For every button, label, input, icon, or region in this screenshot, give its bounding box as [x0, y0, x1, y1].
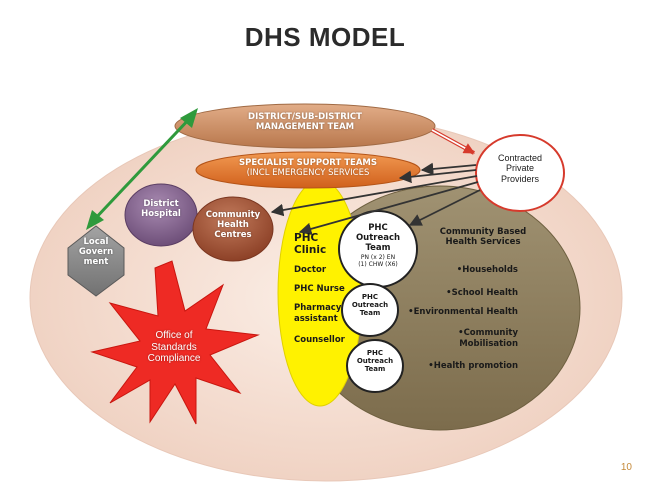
- specialist-teams-ellipse: [195, 151, 421, 189]
- outreach-team-2-label: PHC Outreach Team: [344, 293, 396, 317]
- standards-label: Office of Standards Compliance: [126, 330, 222, 365]
- provider-to-outreach-arrow: [408, 189, 481, 226]
- community-title-line1: Community Based: [439, 227, 527, 237]
- management-team-line2: MANAGEMENT TEAM: [255, 121, 355, 132]
- local-government-hexagon: [67, 225, 125, 297]
- phc-staff-assistant: assistant: [294, 314, 338, 324]
- specialist-teams-line1: SPECIALIST SUPPORT TEAMS: [239, 158, 377, 168]
- gov-connector-head-bottom: [86, 210, 104, 230]
- phc-staff-doctor: Doctor: [294, 265, 327, 275]
- standards-star: [90, 260, 260, 425]
- district-hospital-line1: District: [143, 199, 179, 209]
- community-services-title: Community Based Health Services: [428, 227, 538, 248]
- outreach-3-line2: Outreach: [356, 357, 394, 366]
- page-number: 10: [620, 462, 632, 473]
- provider-to-chc-arrow: [270, 175, 478, 217]
- provider-to-specialist-arrow-2: [398, 169, 477, 184]
- standards-line1: Office of: [155, 330, 193, 341]
- management-team-line1: DISTRICT/SUB-DISTRICT: [248, 112, 362, 122]
- specialist-teams-line2: (INCL EMERGENCY SERVICES: [246, 167, 370, 178]
- management-provider-connector-inner: [431, 129, 475, 154]
- phc-staff-nurse: PHC Nurse: [294, 284, 345, 294]
- outreach-2-line1: PHC: [361, 293, 379, 301]
- local-government-label: Local Govern ment: [68, 237, 124, 267]
- local-gov-line1: Local: [83, 237, 109, 247]
- outreach-1-line1: PHC: [368, 223, 388, 233]
- outreach-team-2-circle: [341, 283, 399, 337]
- gov-connector-head-top: [180, 108, 198, 128]
- chc-label: Community Health Centres: [197, 210, 269, 240]
- standards-line3: Compliance: [147, 353, 201, 364]
- phc-staff-counsellor: Counsellor: [294, 335, 345, 345]
- phc-clinic-title: PHC Clinic: [294, 232, 334, 256]
- outreach-3-line1: PHC: [366, 349, 384, 357]
- district-hospital-line2: Hospital: [141, 208, 181, 219]
- phc-staff-pharmacy: Pharmacy: [294, 303, 342, 313]
- outreach-1-line2: Outreach: [355, 232, 401, 243]
- service-environmental-health: •Environmental Health: [408, 307, 518, 317]
- outreach-2-line3: Team: [359, 309, 381, 318]
- local-gov-line2: Govern: [78, 246, 114, 257]
- outreach-3-line3: Team: [364, 365, 386, 374]
- service-community: •Community: [458, 328, 518, 338]
- provider-to-phc-arrow: [298, 181, 479, 235]
- service-school-health: •School Health: [446, 288, 518, 298]
- outreach-1-detail1: PN (x 2) EN: [360, 254, 396, 262]
- provider-to-specialist-arrow: [420, 162, 477, 176]
- management-team-ellipse: [174, 103, 436, 149]
- outreach-1-detail2: (1) CHW (X6): [358, 261, 398, 269]
- service-mobilisation: Mobilisation: [459, 339, 518, 349]
- contracted-line2: Private: [505, 163, 534, 174]
- local-gov-line3: ment: [83, 256, 109, 267]
- phc-clinic-line2: Clinic: [294, 244, 327, 257]
- contracted-line3: Providers: [500, 173, 539, 184]
- contracted-providers-circle: [475, 134, 565, 212]
- phc-clinic-line1: PHC: [294, 232, 319, 244]
- contracted-providers-label: Contracted Private Providers: [484, 153, 556, 184]
- standards-line2: Standards: [151, 341, 197, 353]
- chc-line3: Centres: [214, 229, 252, 240]
- chc-line2: Health: [217, 219, 249, 230]
- specialist-teams-label: SPECIALIST SUPPORT TEAMS (INCL EMERGENCY…: [220, 158, 396, 179]
- outreach-team-3-label: PHC Outreach Team: [349, 349, 401, 373]
- chc-line1: Community: [205, 210, 261, 220]
- chc-circle: [192, 196, 274, 262]
- outreach-team-3-circle: [346, 339, 404, 393]
- service-health-promotion: •Health promotion: [428, 361, 518, 371]
- community-title-line2: Health Services: [445, 236, 521, 247]
- page-title: DHS MODEL: [244, 22, 406, 52]
- outreach-1-line3: Team: [365, 242, 391, 253]
- district-hospital-label: District Hospital: [128, 199, 194, 220]
- gov-management-connector: [90, 114, 194, 224]
- contracted-line1: Contracted: [497, 153, 543, 163]
- management-team-label: DISTRICT/SUB-DISTRICT MANAGEMENT TEAM: [205, 112, 405, 133]
- outreach-2-line2: Outreach: [351, 301, 389, 310]
- outreach-team-1-label: PHC Outreach Team PN (x 2) EN (1) CHW (X…: [345, 223, 411, 269]
- service-households: •Households: [456, 265, 518, 275]
